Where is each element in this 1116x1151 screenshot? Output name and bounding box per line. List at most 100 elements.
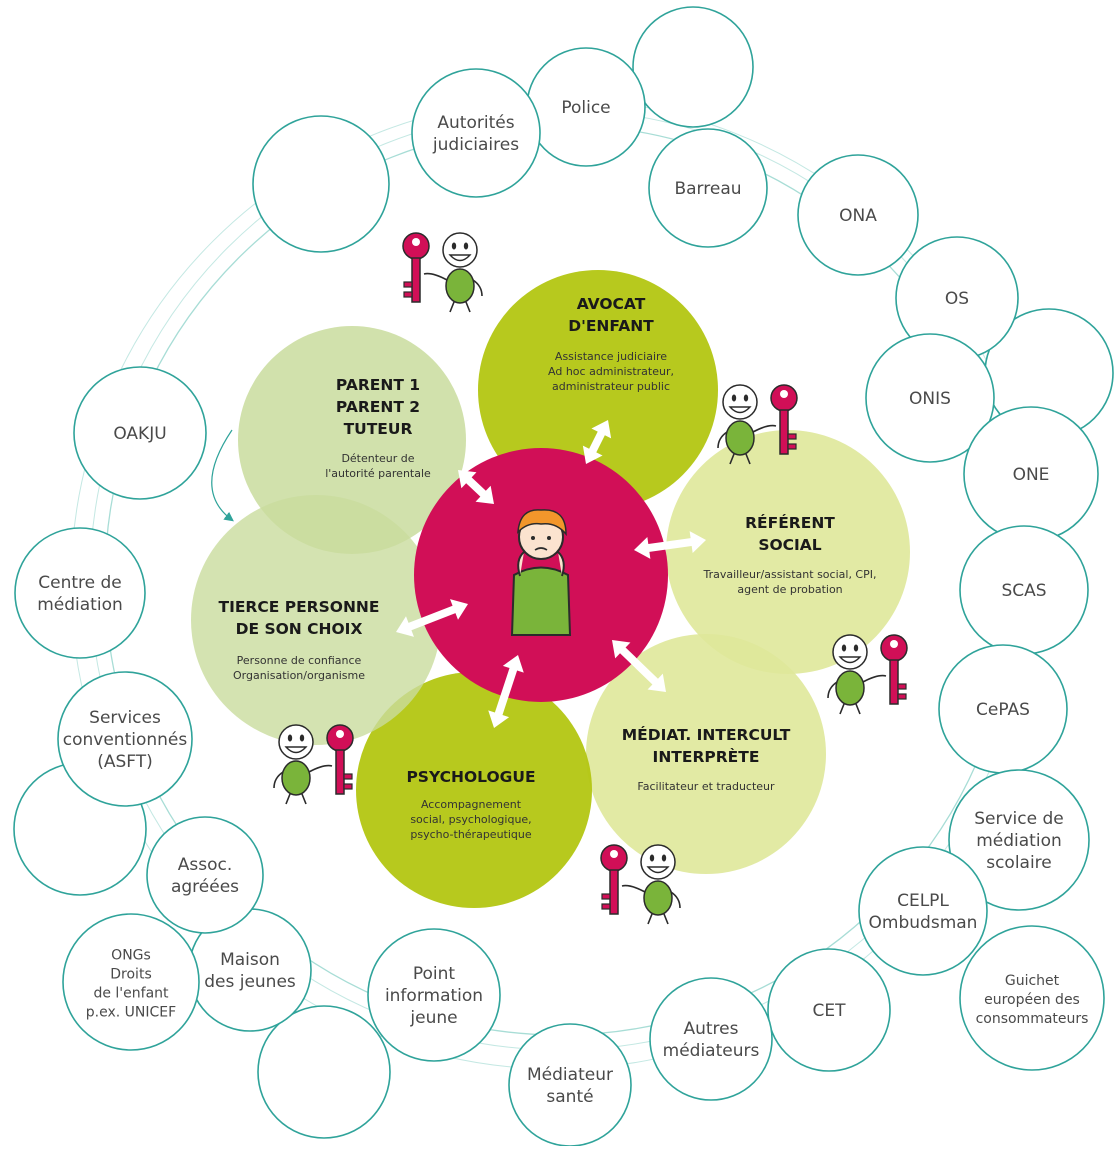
outer-node-assoc: Assoc.agréées bbox=[146, 816, 264, 934]
arrow-mediateur bbox=[612, 640, 666, 692]
outer-label-guichet-line: consommateurs bbox=[976, 1011, 1089, 1027]
key-figures-layer bbox=[273, 232, 908, 925]
petal-mediateur bbox=[586, 634, 826, 874]
key-icon bbox=[770, 384, 798, 455]
outer-label-autres-line: Autres bbox=[683, 1019, 738, 1039]
outer-label-maison-line: Maison bbox=[220, 950, 280, 970]
outer-label-ona: ONA bbox=[839, 206, 877, 226]
arrow-psychologue bbox=[488, 655, 524, 728]
child-thinking-icon bbox=[510, 509, 572, 636]
petal-subtitle-parent-line: Détenteur de bbox=[341, 452, 414, 465]
petal-title-tierce-line: TIERCE PERSONNE bbox=[219, 598, 380, 616]
smiley-character-icon bbox=[273, 724, 333, 805]
outer-label-services-line: conventionnés bbox=[63, 730, 188, 750]
key-character-icon bbox=[402, 232, 483, 313]
arrows-layer bbox=[396, 420, 706, 728]
outer-label-sante-line: Médiateur bbox=[527, 1065, 613, 1085]
petal-subtitle-mediateur: Facilitateur et traducteur bbox=[637, 780, 775, 793]
outer-label-ongs-line: de l'enfant bbox=[93, 986, 169, 1002]
outer-label-guichet-line: Guichet bbox=[1005, 973, 1060, 989]
arrow-referent bbox=[634, 531, 706, 559]
outer-label-one-line: ONE bbox=[1013, 465, 1050, 485]
outer-label-assoc-line: Assoc. bbox=[178, 855, 233, 875]
outer-label-autorites-line: judiciaires bbox=[432, 135, 519, 155]
petal-subtitle-tierce-line: Organisation/organisme bbox=[233, 669, 365, 682]
outer-label-cepas-line: CePAS bbox=[976, 700, 1030, 720]
outer-label-ongs-line: p.ex. UNICEF bbox=[86, 1005, 176, 1021]
outer-label-maison-line: des jeunes bbox=[204, 972, 296, 992]
outer-label-one: ONE bbox=[1013, 465, 1050, 485]
petal-subtitle-referent-line: agent de probation bbox=[737, 583, 842, 596]
petal-subtitle-parent: Détenteur de l'autorité parentale bbox=[325, 452, 431, 480]
outer-label-centre-line: Centre de bbox=[38, 573, 122, 593]
outer-node-cet: CET bbox=[767, 948, 891, 1072]
petal-title-parent-line: PARENT 2 bbox=[336, 398, 420, 416]
outer-node-oakju: OAKJU bbox=[73, 366, 207, 500]
outer-node-onis: ONIS bbox=[865, 333, 995, 463]
smiley-character-icon bbox=[621, 844, 681, 925]
petal-subtitle-referent: Travailleur/assistant social, CPI,agent … bbox=[703, 568, 877, 596]
outer-label-cet: CET bbox=[813, 1001, 847, 1021]
petal-subtitle-psychologue-line: Accompagnement bbox=[421, 798, 522, 811]
outer-label-oakju: OAKJU bbox=[113, 424, 166, 444]
outer-node-one: ONE bbox=[963, 406, 1099, 542]
key-icon bbox=[326, 724, 354, 795]
outer-label-scas-line: SCAS bbox=[1001, 581, 1046, 601]
outer-node-blank5 bbox=[257, 1005, 391, 1139]
petal-title-tierce-line: DE SON CHOIX bbox=[236, 620, 363, 638]
key-character-icon bbox=[273, 724, 354, 805]
petal-subtitle-mediateur-line: Facilitateur et traducteur bbox=[637, 780, 775, 793]
petal-subtitle-psychologue: Accompagnement social, psychologique, psyc… bbox=[410, 798, 532, 841]
outer-node-os: OS bbox=[895, 236, 1019, 360]
petal-title-referent: RÉFÉRENT SOCIAL bbox=[745, 513, 835, 554]
outer-label-sante-line: santé bbox=[546, 1087, 593, 1107]
petal-title-referent-line: RÉFÉRENT bbox=[745, 513, 835, 532]
outer-label-centre-line: médiation bbox=[37, 595, 123, 615]
petal-title-avocat-line: AVOCAT bbox=[577, 295, 646, 313]
petal-title-mediateur-line: INTERPRÈTE bbox=[653, 747, 760, 766]
petal-title-parent-line: TUTEUR bbox=[344, 420, 413, 438]
outer-node-barreau: Barreau bbox=[648, 128, 768, 248]
petal-subtitle-parent-line: l'autorité parentale bbox=[325, 467, 431, 480]
outer-label-barreau-line: Barreau bbox=[674, 179, 741, 199]
key-icon bbox=[402, 232, 430, 303]
petal-subtitle-psychologue-line: psycho-thérapeutique bbox=[410, 828, 532, 841]
key-icon bbox=[600, 844, 628, 915]
outer-label-police: Police bbox=[561, 98, 610, 118]
petal-subtitle-tierce-line: Personne de confiance bbox=[237, 654, 362, 667]
outer-label-services-line: (ASFT) bbox=[97, 752, 153, 772]
outer-label-point-line: Point bbox=[413, 964, 456, 984]
outer-label-onis: ONIS bbox=[909, 389, 951, 409]
outer-label-point-line: information bbox=[385, 986, 483, 1006]
outer-label-scas: SCAS bbox=[1001, 581, 1046, 601]
smiley-character-icon bbox=[717, 384, 777, 465]
petal-subtitle-psychologue-line: social, psychologique, bbox=[410, 813, 531, 826]
outer-node-cepas: CePAS bbox=[938, 644, 1068, 774]
outer-label-police-line: Police bbox=[561, 98, 610, 118]
petal-title-referent-line: SOCIAL bbox=[758, 536, 821, 554]
outer-label-scolaire-line: médiation bbox=[976, 831, 1062, 851]
petal-title-tierce: TIERCE PERSONNE DE SON CHOIX bbox=[219, 598, 380, 638]
outer-node-scas: SCAS bbox=[959, 525, 1089, 655]
outer-label-celpl-line: CELPL bbox=[897, 891, 949, 911]
petal-tierce bbox=[191, 495, 441, 745]
outer-label-scolaire-line: Service de bbox=[974, 809, 1063, 829]
